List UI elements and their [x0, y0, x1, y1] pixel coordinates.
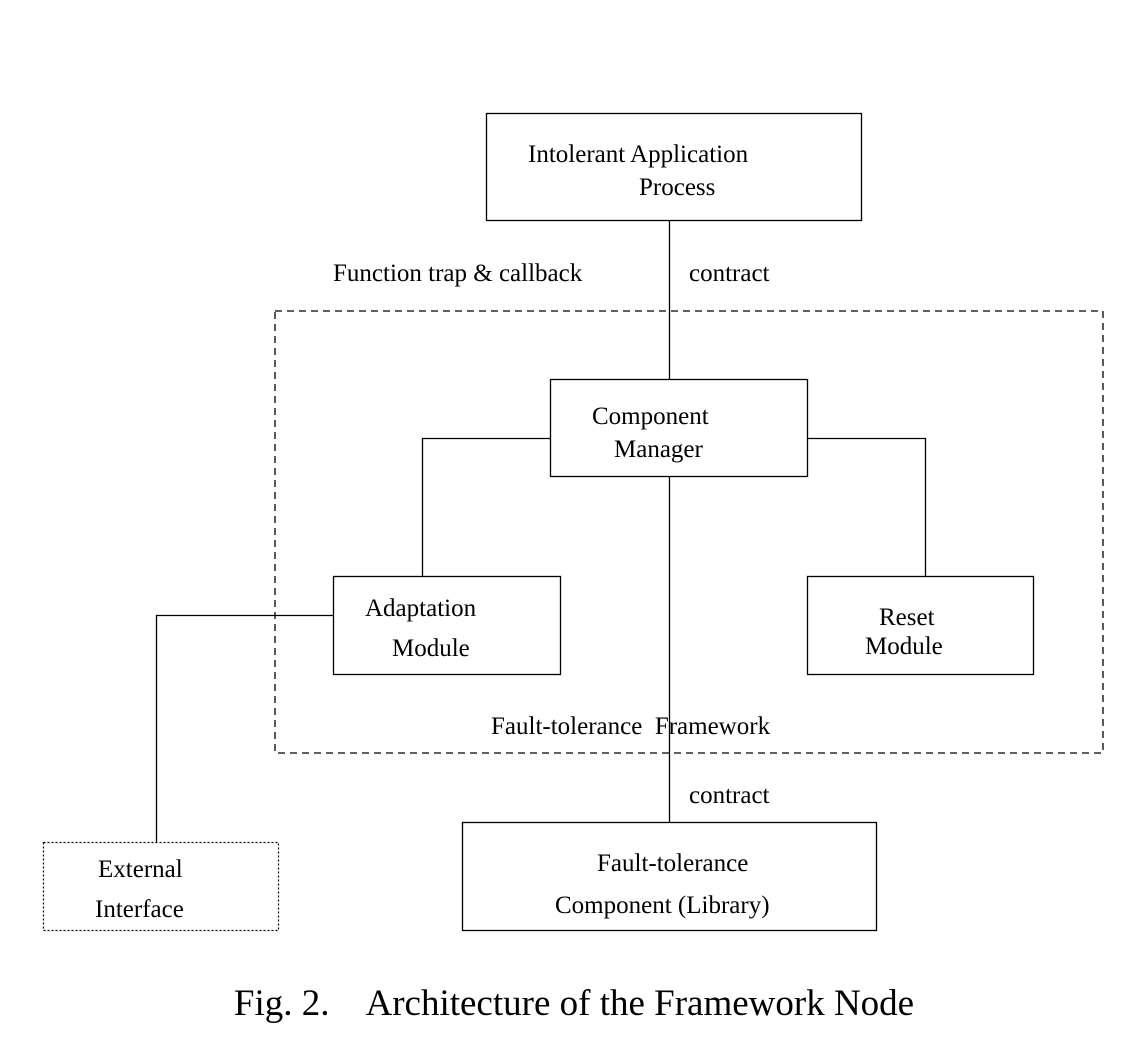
ft-component-label-line2: Component (Library) — [555, 892, 770, 919]
reset-module-label-line1: Reset — [879, 604, 935, 631]
app-process-box — [485, 112, 863, 222]
caption-title: Architecture of the Framework Node — [365, 983, 915, 1024]
external-interface-label-line2: Interface — [95, 896, 184, 923]
function-trap-label: Function trap & callback — [333, 260, 583, 287]
framework-group-border — [274, 310, 1104, 754]
adaptation-module-label-line1: Adaptation — [365, 595, 477, 622]
component-manager-box — [549, 378, 809, 478]
framework-group-label: Fault-tolerance Framework — [491, 714, 770, 739]
contract-bottom-label: contract — [689, 782, 770, 809]
external-interface-box — [42, 841, 280, 932]
reset-module-label-line2: Module — [865, 633, 943, 660]
caption-figure-number: Fig. 2. — [233, 983, 330, 1024]
app-process-label-line1: Intolerant Application — [528, 141, 749, 168]
component-manager-label-line1: Component — [592, 403, 709, 430]
external-interface-label-line1: External — [98, 856, 183, 883]
figure-caption: Fig. 2. Architecture of the Framework Nod… — [0, 982, 1148, 1025]
framework-group-label-text: Fault-tolerance Framework — [491, 713, 771, 740]
connector-manager-to-reset — [808, 437, 927, 576]
reset-module-box — [806, 575, 1035, 676]
adaptation-module-label-line2: Module — [392, 635, 470, 662]
connector-manager-to-adaptation — [421, 437, 550, 576]
app-process-label-line2: Process — [639, 174, 716, 201]
ft-component-box — [461, 821, 878, 932]
component-manager-label-line2: Manager — [614, 436, 703, 463]
ft-component-label-line1: Fault-tolerance — [597, 850, 749, 877]
adaptation-module-box — [332, 575, 562, 676]
connector-adaptation-to-external — [155, 614, 333, 842]
contract-top-label: contract — [689, 260, 770, 287]
